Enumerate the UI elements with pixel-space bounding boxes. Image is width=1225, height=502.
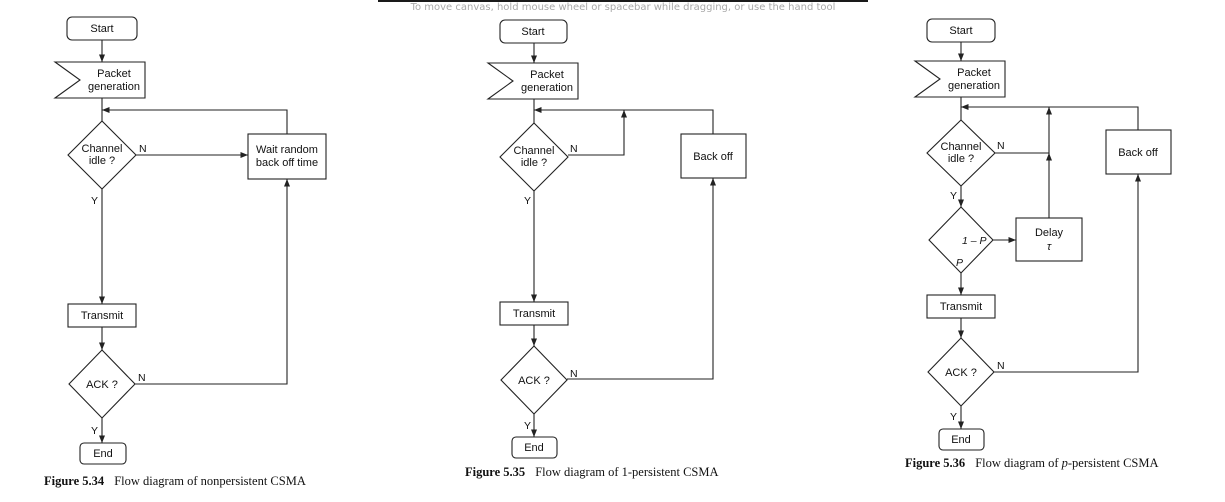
ack-no-label: N <box>997 360 1005 372</box>
delay-label-line1: Delay <box>1035 227 1064 239</box>
edge-ack-backoff <box>994 174 1142 373</box>
ack-label: ACK ? <box>945 367 977 379</box>
channel-yes-label: Y <box>91 195 98 207</box>
edge-ack-backoff <box>567 178 717 380</box>
edge-channel-retry <box>568 110 628 156</box>
ack-yes-label: Y <box>524 420 531 432</box>
caption-text-pre: Flow diagram of <box>975 456 1061 470</box>
ack-label: ACK ? <box>518 375 550 387</box>
caption-text-post: -persistent CSMA <box>1068 456 1159 470</box>
ack-no-label: N <box>138 372 146 384</box>
wait-label-line2: back off time <box>256 157 318 169</box>
channel-no-label: N <box>997 140 1005 152</box>
ack-yes-label: Y <box>91 425 98 437</box>
caption-text-italic: p <box>1061 456 1068 470</box>
packet-generation-node <box>913 60 1006 98</box>
channel-label-line1: Channel <box>514 145 555 157</box>
backoff-node <box>680 133 747 179</box>
packet-label-line2: generation <box>948 80 1000 92</box>
packet-label-line1: Packet <box>957 67 991 79</box>
figure-caption: Figure 5.36 Flow diagram of p-persistent … <box>905 456 1159 470</box>
start-label: Start <box>90 23 113 35</box>
prob-yes-label: P <box>956 257 963 269</box>
delay-node <box>1015 217 1083 262</box>
caption-text: Flow diagram of nonpersistent CSMA <box>114 474 306 488</box>
transmit-label: Transmit <box>81 310 123 322</box>
figure-caption: Figure 5.34 Flow diagram of nonpersistent… <box>44 474 306 488</box>
ack-no-label: N <box>570 368 578 380</box>
figure-p-persistent: Start Packet generation Channel idle ? B… <box>905 18 1172 470</box>
packet-label-line1: Packet <box>97 68 131 80</box>
channel-yes-label: Y <box>524 195 531 207</box>
transmit-label: Transmit <box>940 301 982 313</box>
start-label: Start <box>521 26 544 38</box>
packet-label-line2: generation <box>88 81 140 93</box>
channel-label-line2: idle ? <box>89 155 115 167</box>
channel-yes-label: Y <box>950 190 957 202</box>
backoff-label: Back off <box>693 151 733 163</box>
figure-1-persistent: Start Packet generation Channel idle ? B… <box>465 19 747 479</box>
edge-wait-loop <box>102 106 288 134</box>
prob-no-label: 1 – P <box>962 235 987 247</box>
channel-label-line2: idle ? <box>948 153 974 165</box>
edge-ack-wait <box>135 179 291 385</box>
canvas-hint: To move canvas, hold mouse wheel or spac… <box>378 0 868 16</box>
channel-label-line1: Channel <box>941 141 982 153</box>
wait-label-line1: Wait random <box>256 144 318 156</box>
end-node <box>79 442 127 465</box>
ack-yes-label: Y <box>950 411 957 423</box>
packet-label-line2: generation <box>521 82 573 94</box>
end-label: End <box>524 442 544 454</box>
figure-nonpersistent: Start Packet generation Channel idle ? W… <box>44 16 327 488</box>
packet-generation-node <box>486 62 579 100</box>
end-label: End <box>951 434 971 446</box>
edge-backoff-loop <box>534 106 714 134</box>
caption-text: Flow diagram of 1-persistent CSMA <box>535 465 718 479</box>
channel-label-line1: Channel <box>82 143 123 155</box>
backoff-label: Back off <box>1118 147 1158 159</box>
caption-number: Figure 5.34 <box>44 474 105 488</box>
channel-no-label: N <box>570 143 578 155</box>
caption-number: Figure 5.36 <box>905 456 965 470</box>
packet-generation-node <box>53 61 146 99</box>
channel-no-label: N <box>139 143 147 155</box>
end-label: End <box>93 448 113 460</box>
figure-caption: Figure 5.35 Flow diagram of 1-persistent … <box>465 465 719 479</box>
ack-label: ACK ? <box>86 379 118 391</box>
transmit-label: Transmit <box>513 308 555 320</box>
start-label: Start <box>949 25 972 37</box>
backoff-node <box>1105 129 1172 175</box>
delay-label-line2: τ <box>1047 241 1052 253</box>
edge-backoff-loop <box>961 103 1139 130</box>
channel-label-line2: idle ? <box>521 157 547 169</box>
caption-number: Figure 5.35 <box>465 465 525 479</box>
wait-backoff-node <box>247 133 327 180</box>
packet-label-line1: Packet <box>530 69 564 81</box>
